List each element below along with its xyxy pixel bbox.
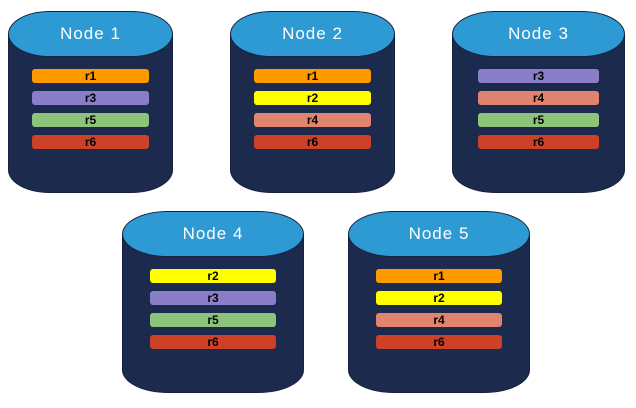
replica-bar[interactable]: r6 <box>254 135 371 149</box>
replica-stack: r1 r3 r5 r6 <box>32 69 149 149</box>
replica-bar[interactable]: r2 <box>376 291 502 305</box>
replica-bar[interactable]: r5 <box>32 113 149 127</box>
replica-stack: r2 r3 r5 r6 <box>150 269 276 349</box>
cylinder-top-cap <box>452 11 625 57</box>
replica-bar[interactable]: r3 <box>150 291 276 305</box>
cylinder-top-cap <box>8 11 173 57</box>
replica-bar[interactable]: r6 <box>150 335 276 349</box>
replica-bar[interactable]: r5 <box>478 113 599 127</box>
replica-bar[interactable]: r2 <box>150 269 276 283</box>
replica-bar[interactable]: r6 <box>478 135 599 149</box>
replica-bar[interactable]: r4 <box>478 91 599 105</box>
replica-stack: r1 r2 r4 r6 <box>376 269 502 349</box>
replica-bar[interactable]: r1 <box>32 69 149 83</box>
cylinder-top-cap <box>122 211 304 257</box>
replica-bar[interactable]: r1 <box>254 69 371 83</box>
replica-bar[interactable]: r4 <box>376 313 502 327</box>
replica-bar[interactable]: r5 <box>150 313 276 327</box>
replica-bar[interactable]: r6 <box>376 335 502 349</box>
cylinder-top-cap <box>348 211 530 257</box>
replica-stack: r3 r4 r5 r6 <box>478 69 599 149</box>
replica-bar[interactable]: r3 <box>478 69 599 83</box>
replica-bar[interactable]: r1 <box>376 269 502 283</box>
replica-bar[interactable]: r4 <box>254 113 371 127</box>
replica-bar[interactable]: r3 <box>32 91 149 105</box>
cylinder-top-cap <box>230 11 395 57</box>
replica-bar[interactable]: r6 <box>32 135 149 149</box>
replica-bar[interactable]: r2 <box>254 91 371 105</box>
replica-stack: r1 r2 r4 r6 <box>254 69 371 149</box>
